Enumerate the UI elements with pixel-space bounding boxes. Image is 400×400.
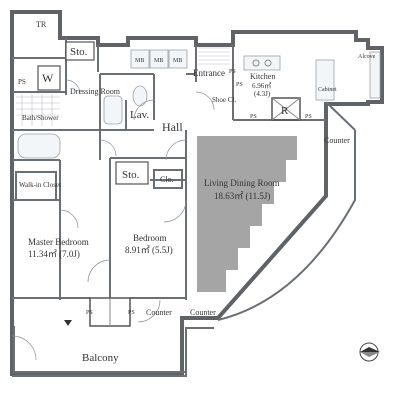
ps-balcony-label-1: PS — [86, 310, 93, 316]
refrigerator-space — [271, 97, 301, 121]
meter-box-2 — [149, 49, 169, 69]
ps-left-label: PS — [18, 78, 26, 86]
refrigerator-label: R — [281, 105, 289, 117]
sto-top-label: Sto. — [70, 46, 88, 58]
hall-label: Hall — [162, 120, 183, 134]
ps-entrance-label: PS — [229, 69, 236, 75]
kitchen-label: Kitchen — [250, 72, 275, 81]
ps-balcony-label-2: PS — [128, 310, 135, 316]
bathtub — [17, 133, 61, 159]
sto-mid-label: Sto. — [122, 169, 140, 181]
entrance-step-hatch — [198, 47, 230, 65]
ps-kitchen-label: PS — [236, 82, 243, 88]
mb-label-3: MB — [173, 58, 182, 64]
alcove-window-box — [369, 51, 381, 99]
balcony-label: Balcony — [82, 352, 119, 364]
w-box — [37, 65, 61, 91]
counter-bottom-label-1: Counter — [146, 308, 172, 317]
door-swings — [11, 79, 215, 361]
living-dining-area: 18.63㎡ (11.5J) — [214, 191, 270, 201]
living-dining-floor-shading — [197, 136, 297, 292]
clo-box — [153, 169, 183, 189]
corner-rail — [325, 101, 356, 131]
outer-wall — [10, 10, 384, 376]
alcove-label: Alcove — [358, 54, 376, 60]
bedroom-area: 8.91㎡ (5.5J) — [125, 245, 173, 255]
sto-mid-box — [115, 161, 149, 185]
balcony-rail — [12, 372, 187, 377]
clo-label: Clo. — [160, 175, 174, 184]
tr-label: TR — [36, 20, 47, 29]
w-label: W — [42, 71, 54, 85]
dressing-room-label: Dressing Room — [70, 87, 121, 96]
entrance-label: Entrance — [193, 68, 225, 78]
shoe-closet-label: Shoe Cl. — [212, 96, 236, 104]
cabinet-fixture — [315, 59, 335, 101]
kitchen-counter — [243, 55, 281, 71]
dressing-room-label-text: Dressing Room — [70, 87, 121, 96]
washbasin-counter — [103, 95, 123, 125]
meter-box-1 — [130, 49, 150, 69]
walkin-box — [15, 171, 57, 201]
counter-right-label: Counter — [324, 136, 350, 145]
master-bedroom-label: Master Bedroom — [28, 237, 89, 247]
stove-burner-1 — [252, 59, 260, 67]
stove-burner-2 — [264, 59, 272, 67]
master-bedroom-area: 11.34㎡ (7.0J) — [28, 249, 80, 259]
lav-label: Lav. — [130, 109, 149, 121]
bedroom-label: Bedroom — [133, 233, 167, 243]
kitchen-area: 6.96㎡ — [252, 82, 271, 90]
compass-icon — [359, 342, 380, 362]
sto-top-box — [65, 41, 95, 61]
counter-bottom-label-2: Counter — [190, 308, 216, 317]
ps-kitchen-label-2: PS — [250, 114, 257, 120]
mb-label-2: MB — [154, 58, 163, 64]
cabinet-label: Cabinet — [318, 87, 337, 93]
meter-box-3 — [168, 49, 188, 69]
ps-kitchen-label-3: PS — [305, 114, 312, 120]
mb-label-1: MB — [135, 58, 144, 64]
toilet — [132, 85, 148, 107]
bath-tile-hatch — [16, 94, 60, 126]
entry-marker — [64, 320, 72, 326]
right-curved-rail — [217, 130, 356, 321]
living-dining-label: Living Dining Room — [204, 178, 280, 188]
walkin-label: Walk-in Closet — [19, 181, 61, 189]
bath-label: Bath/Shower — [22, 114, 59, 122]
kitchen-j: (4.3J) — [254, 90, 271, 98]
